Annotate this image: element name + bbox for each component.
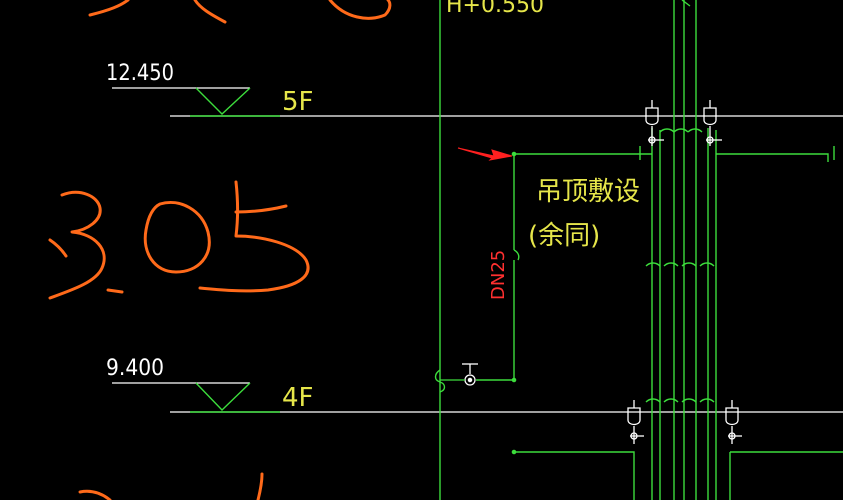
pipe-size-label: DN25 (488, 250, 509, 300)
arrow-icon (457, 147, 513, 161)
elevation-label-5f: 12.450 (106, 61, 174, 86)
elevation-marker-4f: 9.400 4F (106, 356, 314, 413)
valve-icon (703, 100, 722, 146)
floor-label-5f: 5F (282, 87, 314, 117)
valve-icon (645, 100, 664, 146)
top-partial-label: H+0.550 (446, 0, 544, 18)
elevation-marker-5f: 12.450 5F (106, 61, 314, 117)
level-lines (170, 115, 843, 413)
valve-icon (725, 400, 742, 444)
note-same-for-rest: (余同) (528, 221, 600, 251)
note-ceiling-laying: 吊顶敷设 (536, 177, 640, 207)
piping (434, 0, 843, 500)
stop-valve-icon (440, 363, 478, 386)
elevation-label-4f: 9.400 (106, 356, 164, 381)
floor-label-4f: 4F (282, 383, 314, 413)
handwritten-annotation (48, 0, 392, 500)
valve-symbols (440, 100, 742, 444)
valve-icon (627, 400, 644, 444)
